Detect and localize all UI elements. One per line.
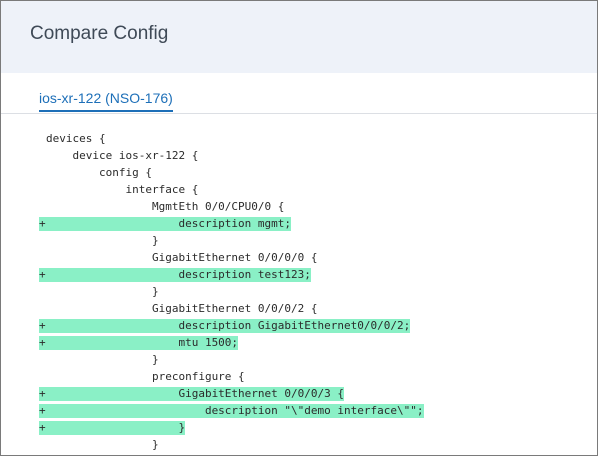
diff-text: description GigabitEthernet0/0/0/2; xyxy=(46,319,411,332)
diff-line-added: + description mgmt; xyxy=(39,215,597,232)
diff-line: preconfigure { xyxy=(39,368,597,385)
diff-prefix xyxy=(39,249,46,266)
diff-line: GigabitEthernet 0/0/0/0 { xyxy=(39,249,597,266)
diff-prefix: + xyxy=(39,319,46,332)
page-title: Compare Config xyxy=(30,23,169,44)
diff-prefix xyxy=(39,351,46,368)
diff-text: mtu 1500; xyxy=(46,336,239,349)
diff-text: } xyxy=(46,353,159,366)
diff-prefix: + xyxy=(39,404,46,417)
diff-prefix xyxy=(39,283,46,300)
diff-prefix xyxy=(39,198,46,215)
diff-line: GigabitEthernet 0/0/0/2 { xyxy=(39,300,597,317)
diff-text: } xyxy=(46,438,159,451)
diff-line-added: + description test123; xyxy=(39,266,597,283)
diff-line: MgmtEth 0/0/CPU0/0 { xyxy=(39,198,597,215)
diff-prefix xyxy=(39,181,46,198)
diff-text: config { xyxy=(46,166,152,179)
diff-line-added: + description "\"demo interface\""; xyxy=(39,402,597,419)
diff-prefix xyxy=(39,147,46,164)
diff-prefix xyxy=(39,164,46,181)
diff-prefix xyxy=(39,300,46,317)
tab-device[interactable]: ios-xr-122 (NSO-176) xyxy=(39,90,173,112)
diff-line-added: + GigabitEthernet 0/0/0/3 { xyxy=(39,385,597,402)
diff-line-added: + description GigabitEthernet0/0/0/2; xyxy=(39,317,597,334)
diff-prefix: + xyxy=(39,268,46,281)
diff-line: interface { xyxy=(39,181,597,198)
panel-header: Compare Config xyxy=(1,1,597,73)
diff-text: GigabitEthernet 0/0/0/3 { xyxy=(46,387,345,400)
diff-line: } xyxy=(39,436,597,453)
diff-prefix xyxy=(39,232,46,249)
diff-text: GigabitEthernet 0/0/0/2 { xyxy=(46,302,318,315)
diff-text: } xyxy=(46,234,159,247)
diff-line-added: + } xyxy=(39,419,597,436)
diff-line: } xyxy=(39,232,597,249)
diff-line: device ios-xr-122 { xyxy=(39,147,597,164)
diff-prefix: + xyxy=(39,387,46,400)
diff-line: } xyxy=(39,283,597,300)
diff-text: MgmtEth 0/0/CPU0/0 { xyxy=(46,200,285,213)
diff-text: description mgmt; xyxy=(46,217,292,230)
diff-prefix xyxy=(39,368,46,385)
diff-prefix xyxy=(39,130,46,147)
diff-prefix: + xyxy=(39,217,46,230)
diff-line: devices { xyxy=(39,130,597,147)
diff-prefix: + xyxy=(39,336,46,349)
diff-text: } xyxy=(46,285,159,298)
diff-prefix xyxy=(39,436,46,453)
diff-text: description "\"demo interface\""; xyxy=(46,404,424,417)
config-diff: devices { device ios-xr-122 { config { i… xyxy=(39,130,597,453)
diff-text: GigabitEthernet 0/0/0/0 { xyxy=(46,251,318,264)
diff-line: } xyxy=(39,351,597,368)
diff-text: preconfigure { xyxy=(46,370,245,383)
diff-text: description test123; xyxy=(46,268,311,281)
diff-prefix: + xyxy=(39,421,46,434)
diff-text: interface { xyxy=(46,183,199,196)
diff-text: devices { xyxy=(46,132,106,145)
diff-text: } xyxy=(46,421,186,434)
diff-text: device ios-xr-122 { xyxy=(46,149,199,162)
tab-bar: ios-xr-122 (NSO-176) xyxy=(1,73,597,114)
diff-line: config { xyxy=(39,164,597,181)
diff-line-added: + mtu 1500; xyxy=(39,334,597,351)
